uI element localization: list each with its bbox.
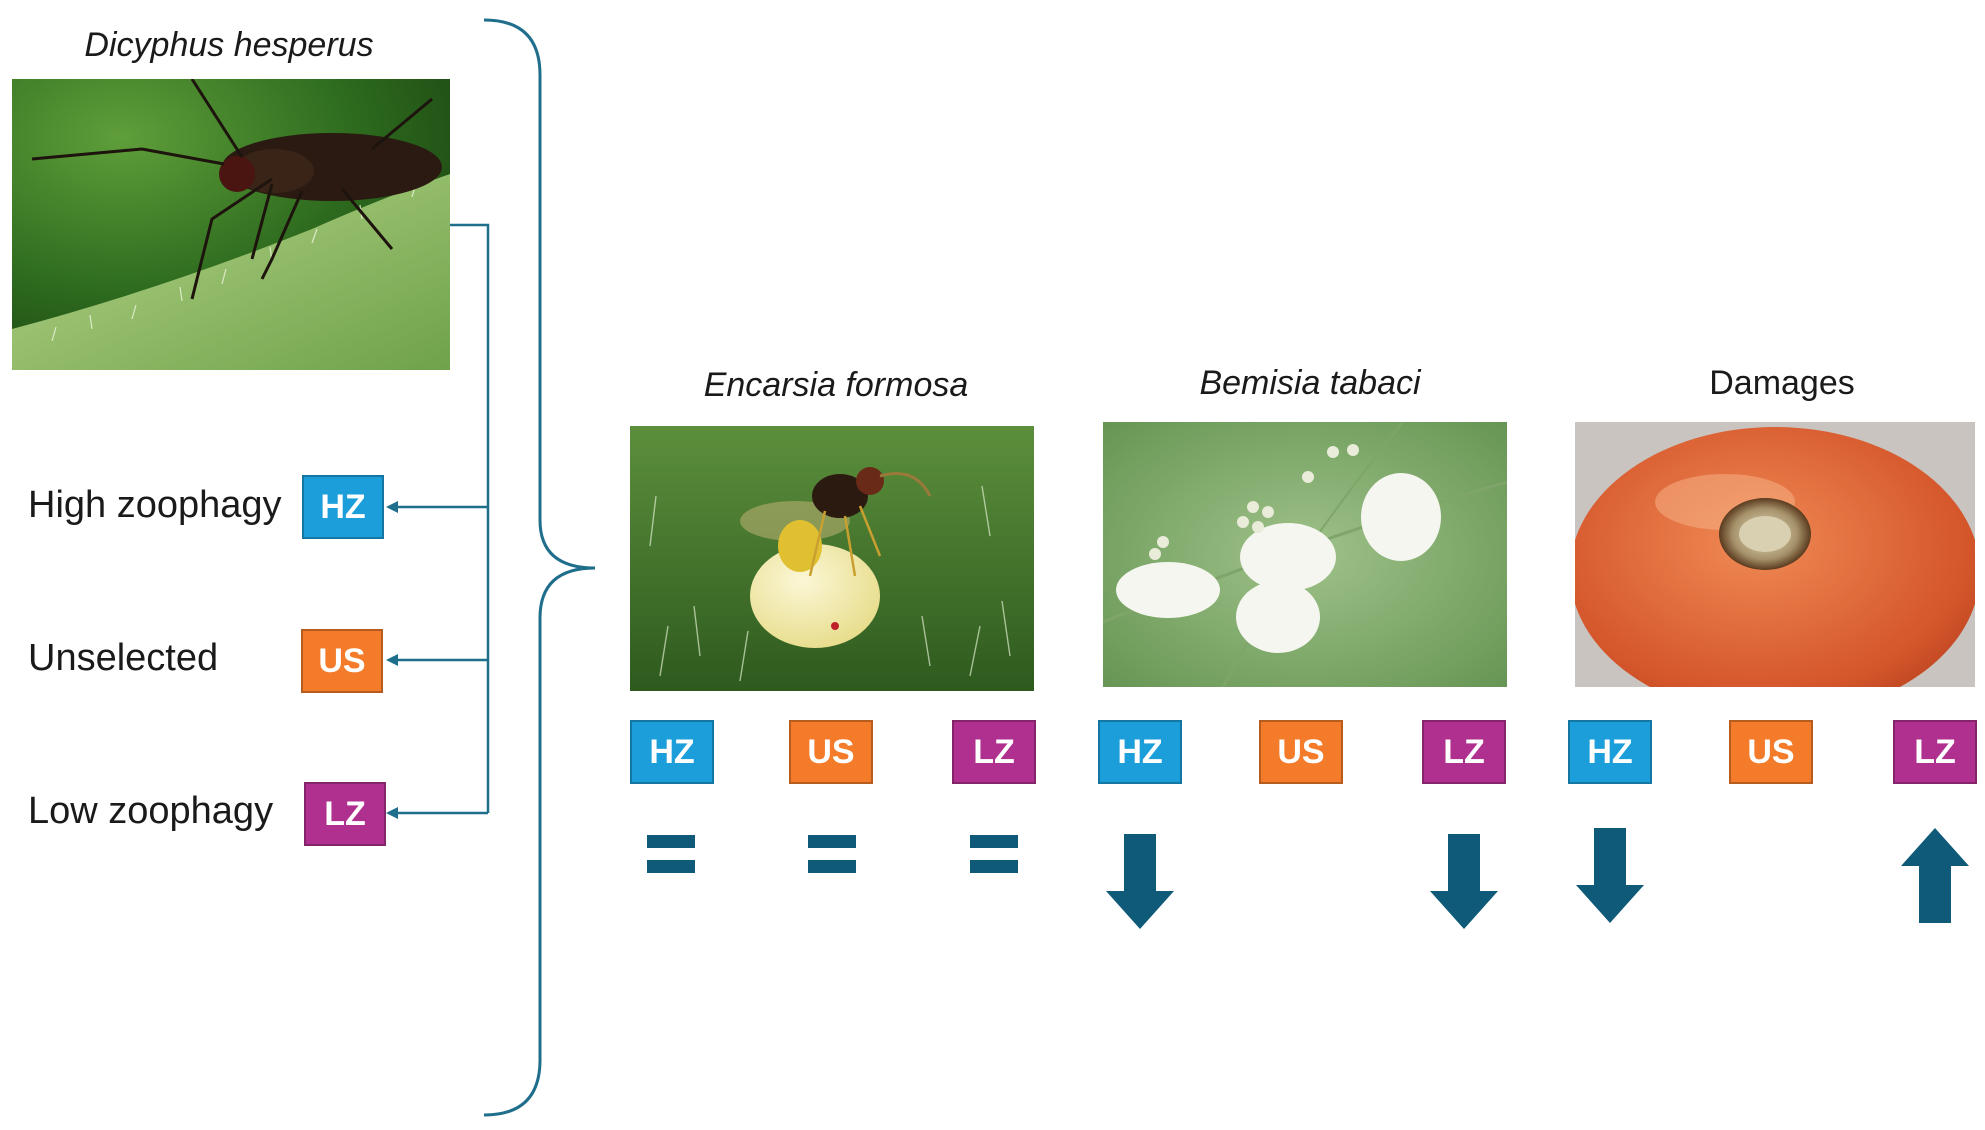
legend-badge-us: US	[301, 629, 383, 693]
bemisia-us-badge: US	[1259, 720, 1343, 784]
bemisia-hz-down-arrow-icon	[1106, 834, 1174, 929]
group-title-bemisia: Bemisia tabaci	[1199, 364, 1421, 402]
legend-badge-lz: LZ	[304, 782, 386, 846]
bemisia-lz-badge: LZ	[1422, 720, 1506, 784]
legend-badge-hz: HZ	[302, 475, 384, 539]
encarsia-lz-equal-icon	[970, 835, 1018, 873]
damaged-tomato-photo	[1575, 422, 1975, 687]
parasitoid-wasp-photo	[630, 426, 1034, 691]
encarsia-us-badge: US	[789, 720, 873, 784]
grouping-brace	[483, 18, 596, 1117]
group-title-damages: Damages	[1709, 364, 1855, 402]
bemisia-hz-badge: HZ	[1098, 720, 1182, 784]
encarsia-lz-badge: LZ	[952, 720, 1036, 784]
damages-hz-down-arrow-icon	[1576, 828, 1644, 923]
legend-label-high-zoophagy: High zoophagy	[28, 484, 282, 526]
mirid-bug-photo	[12, 79, 450, 370]
legend-label-unselected: Unselected	[28, 637, 219, 679]
damages-lz-badge: LZ	[1893, 720, 1977, 784]
whitefly-photo	[1103, 422, 1507, 687]
bemisia-lz-down-arrow-icon	[1430, 834, 1498, 929]
predator-species-title: Dicyphus hesperus	[84, 26, 374, 64]
damages-lz-up-arrow-icon	[1901, 828, 1969, 923]
encarsia-hz-badge: HZ	[630, 720, 714, 784]
damages-hz-badge: HZ	[1568, 720, 1652, 784]
encarsia-us-equal-icon	[808, 835, 856, 873]
legend-label-low-zoophagy: Low zoophagy	[28, 790, 274, 832]
damages-us-badge: US	[1729, 720, 1813, 784]
encarsia-hz-equal-icon	[647, 835, 695, 873]
group-title-encarsia: Encarsia formosa	[703, 366, 969, 404]
